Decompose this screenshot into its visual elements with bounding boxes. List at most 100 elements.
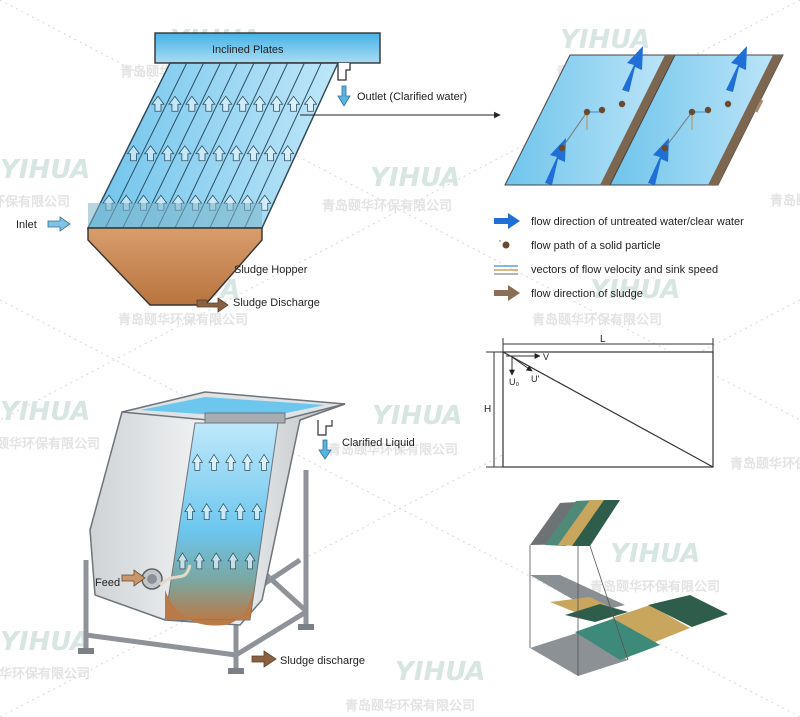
outlet-pipe — [337, 63, 351, 81]
inclined-plate — [122, 62, 205, 229]
bottom-discharge-label: Sludge discharge — [280, 655, 365, 667]
up-arrow-icon — [160, 145, 175, 162]
clarified-arrow-icon — [318, 439, 332, 460]
up-arrow-icon — [252, 95, 267, 112]
legend-item-label: vectors of flow velocity and sink speed — [531, 264, 718, 276]
up-arrow-icon — [212, 145, 226, 162]
up-arrow-icon — [225, 453, 237, 471]
inclined-plate — [261, 62, 339, 229]
top-clarifier-diagram: Inclined Plates Outlet (Clarified water)… — [16, 32, 501, 313]
clarified-outlet-pipe — [317, 420, 333, 436]
watermark-brand: YIHUA — [395, 657, 485, 687]
watermark-brand: YIHUA — [610, 539, 700, 569]
up-arrow-icon — [244, 552, 256, 570]
collection-launder — [204, 412, 286, 424]
inclined-plate — [244, 62, 322, 229]
watermark-company: 青岛颐华环保有限公司 — [345, 698, 475, 714]
up-arrow-icon — [229, 145, 244, 162]
overflow-trough — [154, 32, 381, 64]
plate-sheet — [558, 500, 606, 546]
inclined-plate — [104, 62, 188, 229]
up-arrow-icon — [143, 145, 158, 162]
inclined-plate — [226, 62, 305, 229]
up-arrow-icon — [218, 95, 233, 112]
legend-item-label: flow path of a solid particle — [531, 240, 661, 252]
up-arrow-icon — [193, 552, 205, 570]
inclined-plate — [209, 62, 289, 229]
up-arrow-icon — [303, 95, 318, 112]
watermark-company: 青岛颐华环保有限公司 — [328, 442, 458, 458]
inlet-distribution-zone — [88, 203, 262, 228]
particle-trajectory-line — [502, 351, 714, 468]
watermark-company: 青岛颐华环保有限公司 — [730, 456, 800, 472]
discharge-label: Sludge Discharge — [233, 297, 320, 309]
hopper-label: Sludge Hopper — [234, 264, 308, 276]
watermark-brand: YIHUA — [370, 163, 460, 193]
up-arrow-icon — [280, 145, 295, 162]
up-arrow-icon — [201, 502, 213, 520]
inclined-plate — [191, 62, 272, 229]
watermark-brand: YIHUA — [0, 627, 90, 657]
up-arrow-icon — [235, 95, 250, 112]
outlet-arrow-icon — [337, 85, 351, 107]
plate-stack-diagram — [529, 500, 728, 676]
clarified-label: Clarified Liquid — [342, 437, 415, 449]
watermark-brand: YIHUA — [0, 155, 90, 185]
u-label: U' — [531, 374, 539, 384]
plate-sheet — [530, 632, 628, 676]
plate-sheet — [565, 604, 628, 622]
length-label: L — [600, 334, 606, 345]
resultant-vector — [511, 356, 533, 372]
outlet-label: Outlet (Clarified water) — [357, 91, 467, 103]
sludge-discharge-arrow-icon — [251, 650, 277, 668]
blue-arrow-icon — [494, 213, 520, 229]
sludge-discharge-arrow-icon — [196, 297, 229, 313]
height-label: H — [484, 404, 491, 415]
up-arrow-icon — [126, 145, 141, 162]
watermark-company: 青岛颐华环保有限公司 — [590, 579, 720, 595]
plates-label: Inclined Plates — [212, 44, 284, 56]
feed-arrow-icon — [121, 569, 146, 587]
watermark-company: 青岛颐华环保有限公司 — [322, 198, 452, 214]
plate-sheet — [575, 618, 660, 660]
up-arrow-icon — [178, 145, 192, 162]
up-arrow-icon — [176, 552, 189, 570]
projection-lines — [529, 544, 629, 676]
watermark-company: 青岛颐华环保有限公司 — [0, 666, 90, 682]
up-arrow-icon — [191, 453, 203, 471]
up-arrow-icon — [258, 453, 270, 471]
settling-geometry-diagram: L H V U₀ U' — [484, 334, 714, 468]
up-arrow-icon — [195, 145, 209, 162]
plate-channel-right — [609, 46, 784, 186]
up-arrow-icon — [185, 95, 199, 112]
up-arrow-icon — [210, 552, 222, 570]
watermark-company: 青岛颐华环保有限公司 — [0, 436, 100, 452]
up-arrow-icon — [184, 502, 196, 520]
up-arrow-icon — [227, 552, 239, 570]
watermark-brand: YIHUA — [590, 275, 680, 305]
inclined-plate — [139, 62, 221, 229]
up-arrow-icon — [234, 502, 246, 520]
watermark-brand: YIHUA — [372, 401, 462, 431]
up-arrow-icon — [251, 502, 263, 520]
u0-label: U₀ — [509, 377, 519, 387]
inclined-plate — [87, 62, 171, 229]
particle-dot-icon — [502, 241, 510, 249]
inclined-plate — [174, 62, 255, 229]
watermark-brand: YIHUA — [0, 397, 90, 427]
plate-sheet — [572, 500, 620, 546]
watermark-company: 青岛颐华环保有限公司 — [118, 312, 248, 328]
feed-flow-curve — [158, 564, 192, 587]
legend-item-label: flow direction of sludge — [531, 288, 643, 300]
up-arrow-icon — [168, 95, 182, 112]
plate-detail-diagram — [504, 46, 784, 186]
flow-arrow-icon — [622, 46, 643, 92]
legend: flow direction of untreated water/clear … — [494, 213, 744, 301]
watermark-brand: YIHUA — [560, 25, 650, 55]
up-arrow-icon — [217, 502, 230, 520]
feed-label: Feed — [95, 577, 120, 589]
inlet-arrow-icon — [47, 216, 71, 232]
legend-item-label: flow direction of untreated water/clear … — [531, 216, 744, 228]
up-arrow-icon — [286, 95, 301, 112]
